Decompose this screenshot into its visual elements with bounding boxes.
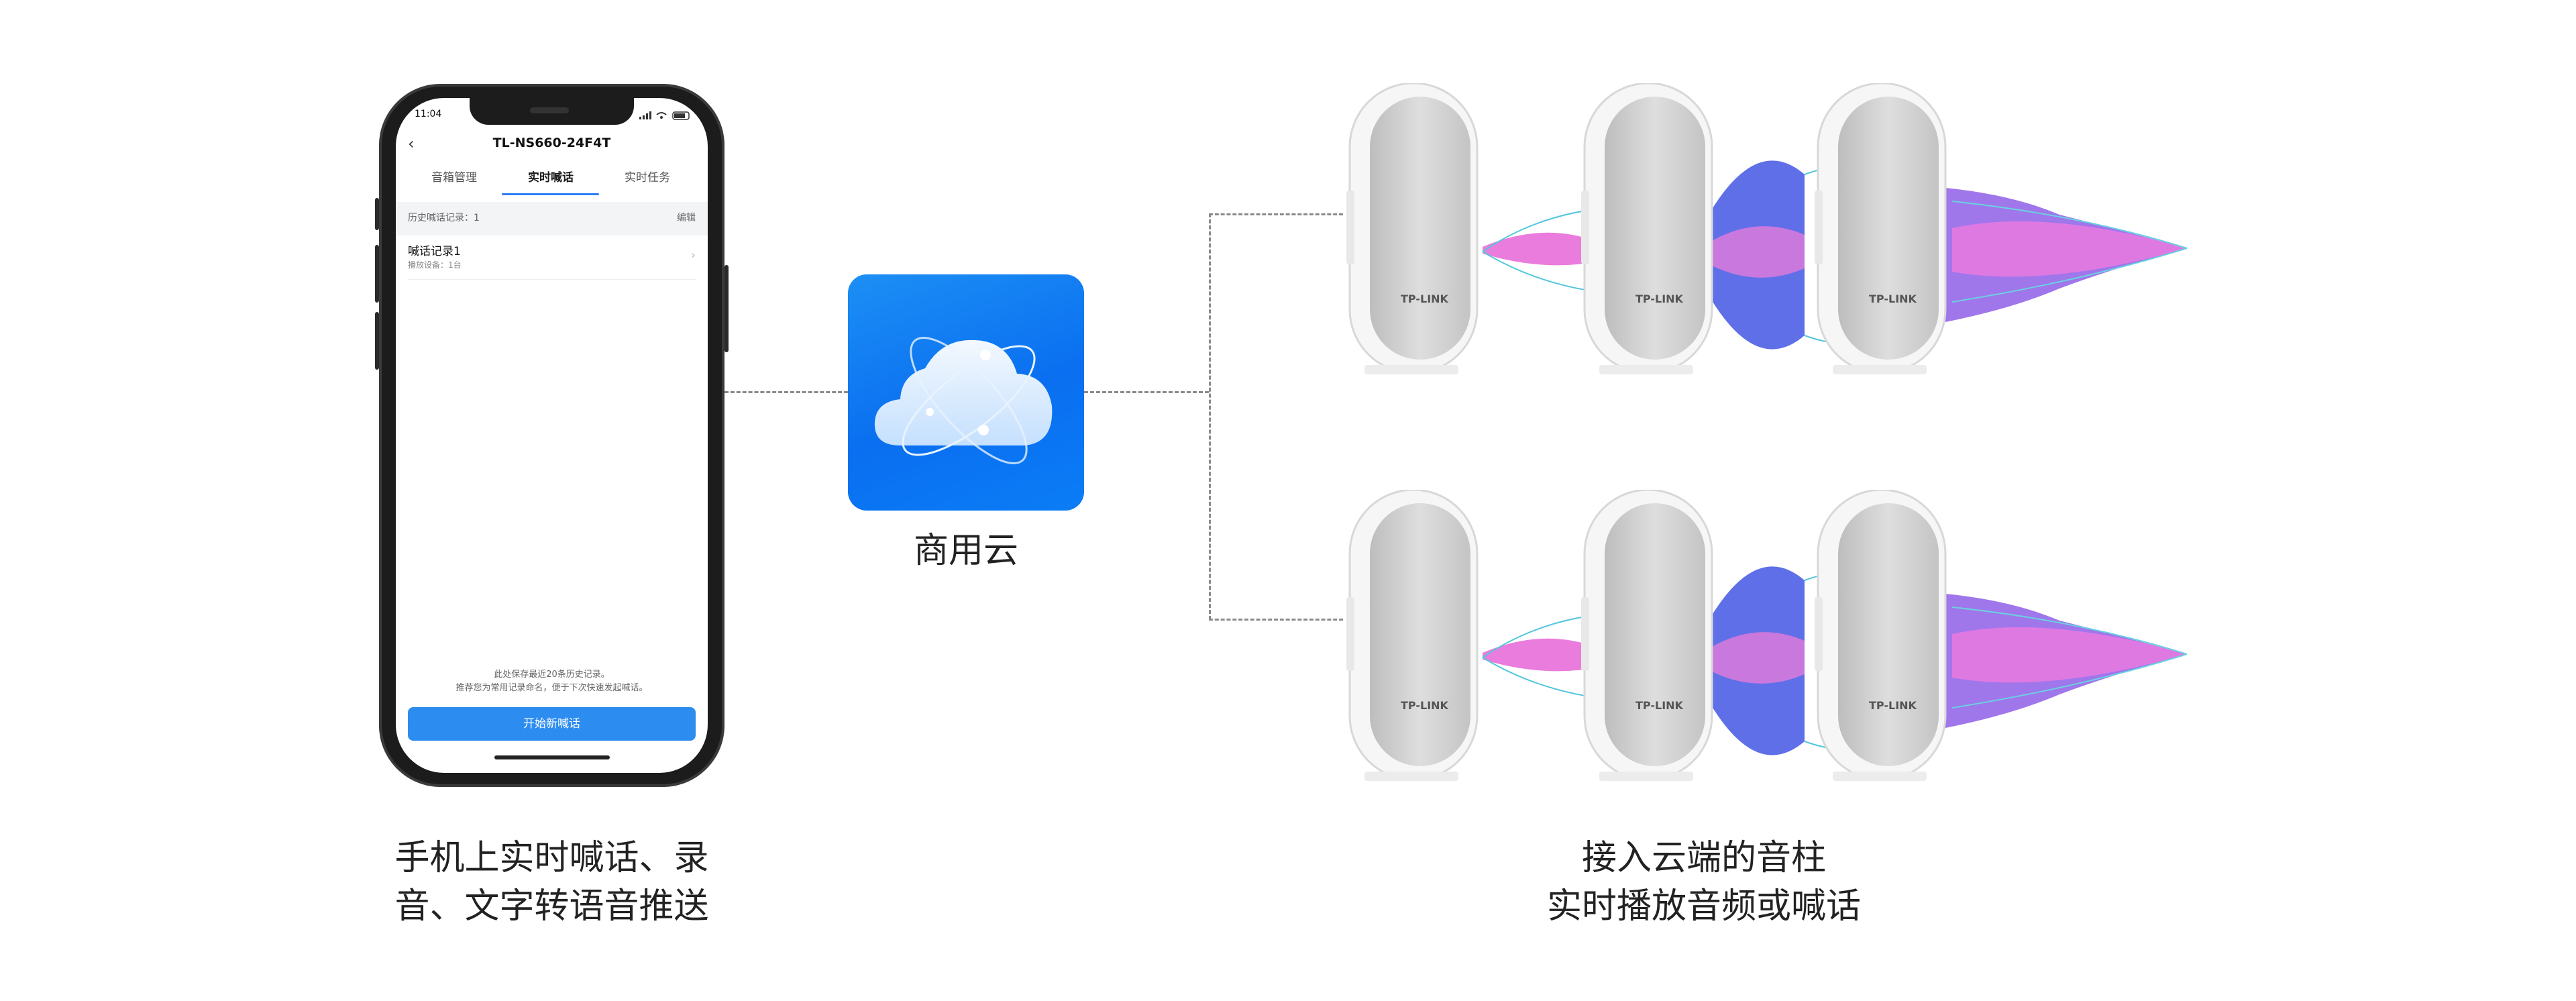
connector-bottom-branch	[1209, 619, 1343, 621]
cloud-connector	[1084, 391, 1209, 393]
record-title: 喊话记录1	[408, 245, 461, 258]
hint-text-2: 推荐您为常用记录命名，便于下次快速发起喊话。	[455, 683, 648, 693]
start-new-broadcast-button[interactable]: 开始新喊话	[408, 707, 696, 741]
status-time: 11:04	[415, 109, 442, 119]
power-button	[724, 265, 729, 352]
speaker-column	[1580, 83, 1713, 376]
mute-switch	[375, 198, 379, 230]
connector-top-branch	[1209, 213, 1343, 215]
history-header	[396, 202, 708, 235]
hint-text-1: 此处保存最近20条历史记录。	[494, 670, 610, 680]
chevron-right-icon: ›	[690, 248, 696, 262]
list-item[interactable]: 喊话记录1 播放设备：1台 ›	[396, 235, 708, 280]
speaker-logo: TP-LINK	[1869, 293, 1917, 305]
speaker-logo: TP-LINK	[1635, 699, 1683, 712]
tab-speaker-management[interactable]: 音箱管理	[431, 171, 477, 185]
active-tab-indicator	[502, 193, 599, 195]
speaker-column	[1813, 83, 1947, 376]
connector-vertical	[1209, 213, 1211, 620]
status-icons	[639, 110, 692, 123]
home-indicator	[494, 755, 610, 759]
speaker-column	[1345, 83, 1479, 376]
caption-right-line1: 接入云端的音柱	[1581, 838, 1826, 878]
volume-up-button	[375, 245, 379, 303]
phone-screen: 11:04 ‹ TL-NS660-24F4T 音箱管理 实时喊话 实时任务 历史…	[396, 98, 708, 773]
device-title: TL-NS660-24F4T	[492, 136, 611, 150]
speaker-column	[1813, 490, 1947, 782]
phone-cloud-connector	[724, 391, 848, 393]
speaker-logo: TP-LINK	[1635, 293, 1683, 305]
tab-live-broadcast[interactable]: 实时喊话	[528, 171, 574, 185]
caption-right-line2: 实时播放音频或喊话	[1546, 886, 1861, 927]
phone-notch	[470, 98, 634, 125]
history-count-label: 历史喊话记录：1	[408, 213, 480, 223]
edit-button[interactable]: 编辑	[677, 213, 696, 223]
speaker-column	[1345, 490, 1479, 782]
cloud-app-tile	[848, 274, 1084, 511]
volume-down-button	[375, 312, 379, 370]
speaker-column	[1580, 490, 1713, 782]
caption-left-line1: 手机上实时喊话、录	[394, 838, 709, 878]
divider	[408, 279, 696, 280]
cloud-icon	[874, 336, 1053, 465]
speaker-logo: TP-LINK	[1401, 699, 1448, 712]
caption-left-line2: 音、文字转语音推送	[394, 886, 709, 927]
speaker-logo: TP-LINK	[1869, 699, 1917, 712]
speaker-logo: TP-LINK	[1401, 293, 1448, 305]
record-subtitle: 播放设备：1台	[408, 260, 462, 270]
cloud-label: 商用云	[913, 531, 1018, 571]
tab-live-tasks[interactable]: 实时任务	[625, 171, 670, 185]
back-icon[interactable]: ‹	[408, 134, 415, 153]
